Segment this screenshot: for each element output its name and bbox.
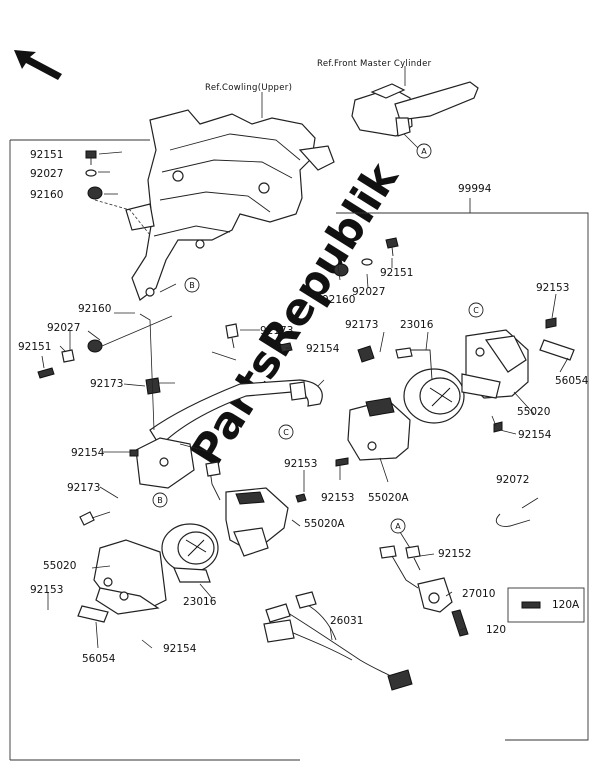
part-label-92151: 92151 [18, 341, 51, 353]
svg-text:C: C [473, 306, 479, 315]
part-label-55020A: 55020A [304, 518, 345, 530]
callout-b-bracket: B [152, 492, 168, 508]
right-top-fasteners [333, 237, 399, 277]
part-label-92154: 92154 [163, 643, 197, 655]
part-label-92160: 92160 [322, 294, 355, 306]
part-label-56054: 56054 [555, 375, 589, 387]
mounting-bar [145, 323, 375, 447]
lower-left-fasteners [37, 315, 173, 379]
top-left-fasteners [85, 150, 151, 236]
part-label-56054: 56054 [82, 653, 116, 665]
ref-cowling-label: Ref.Cowling(Upper) [205, 83, 292, 93]
wire-clip [496, 513, 531, 527]
part-label-92027: 92027 [352, 286, 385, 298]
part-label-92154: 92154 [306, 343, 340, 355]
part-label-92153: 92153 [321, 492, 354, 504]
leader-lines [47, 258, 569, 649]
part-label-26031: 26031 [330, 615, 363, 627]
part-label-92153: 92153 [30, 584, 63, 596]
right-lamp-bracket [335, 397, 411, 467]
part-label-92173: 92173 [67, 482, 100, 494]
right-assembly-frame [336, 198, 589, 741]
part-label-120A: 120A [552, 599, 580, 611]
part-label-92151: 92151 [380, 267, 413, 279]
callout-a-switch: A [390, 518, 406, 534]
right-fog-lamp [395, 347, 465, 424]
front-master-cylinder [351, 66, 479, 151]
part-label-92160: 92160 [30, 189, 63, 201]
bolt-kit-box [507, 587, 585, 623]
svg-text:B: B [189, 281, 195, 290]
part-label-92154: 92154 [71, 447, 105, 459]
part-label-23016: 23016 [183, 596, 217, 608]
part-label-92153: 92153 [536, 282, 569, 294]
wiring-harness [263, 591, 413, 691]
left-assembly-frame [9, 139, 300, 761]
part-label-55020: 55020 [43, 560, 76, 572]
part-label-92173: 92173 [260, 325, 293, 337]
part-label-55020A: 55020A [368, 492, 409, 504]
svg-text:A: A [421, 147, 427, 156]
part-label-92027: 92027 [47, 322, 80, 334]
part-label-92173: 92173 [345, 319, 378, 331]
callout-b-frame: B [184, 277, 200, 293]
part-label-92154: 92154 [518, 429, 552, 441]
part-label-92152: 92152 [438, 548, 471, 560]
part-label-92072: 92072 [496, 474, 529, 486]
part-label-92153: 92153 [284, 458, 317, 470]
left-fog-lamp [161, 523, 219, 583]
svg-text:A: A [395, 522, 401, 531]
part-label-92173: 92173 [90, 378, 123, 390]
switch-assembly [379, 531, 469, 637]
front-direction-arrow-icon [14, 50, 62, 80]
part-label-120: 120 [486, 624, 506, 636]
cowling-stay [125, 92, 335, 301]
callout-c-right: C [468, 302, 484, 318]
part-label-27010: 27010 [462, 588, 495, 600]
part-label-92151: 92151 [30, 149, 63, 161]
left-lamp-cover [225, 487, 307, 557]
part-label-55020: 55020 [517, 406, 550, 418]
part-label-23016: 23016 [400, 319, 434, 331]
part-label-99994: 99994 [458, 183, 492, 195]
callout-c-bar: C [278, 424, 294, 440]
left-light-housing [77, 539, 167, 623]
left-light-bracket [79, 437, 221, 526]
right-light-housing [461, 317, 575, 433]
svg-text:B: B [157, 496, 163, 505]
part-label-92160: 92160 [78, 303, 111, 315]
callout-a-top: A [416, 143, 432, 159]
svg-text:C: C [283, 428, 289, 437]
ref-master-cylinder-label: Ref.Front Master Cylinder [317, 59, 432, 69]
part-label-92027: 92027 [30, 168, 63, 180]
